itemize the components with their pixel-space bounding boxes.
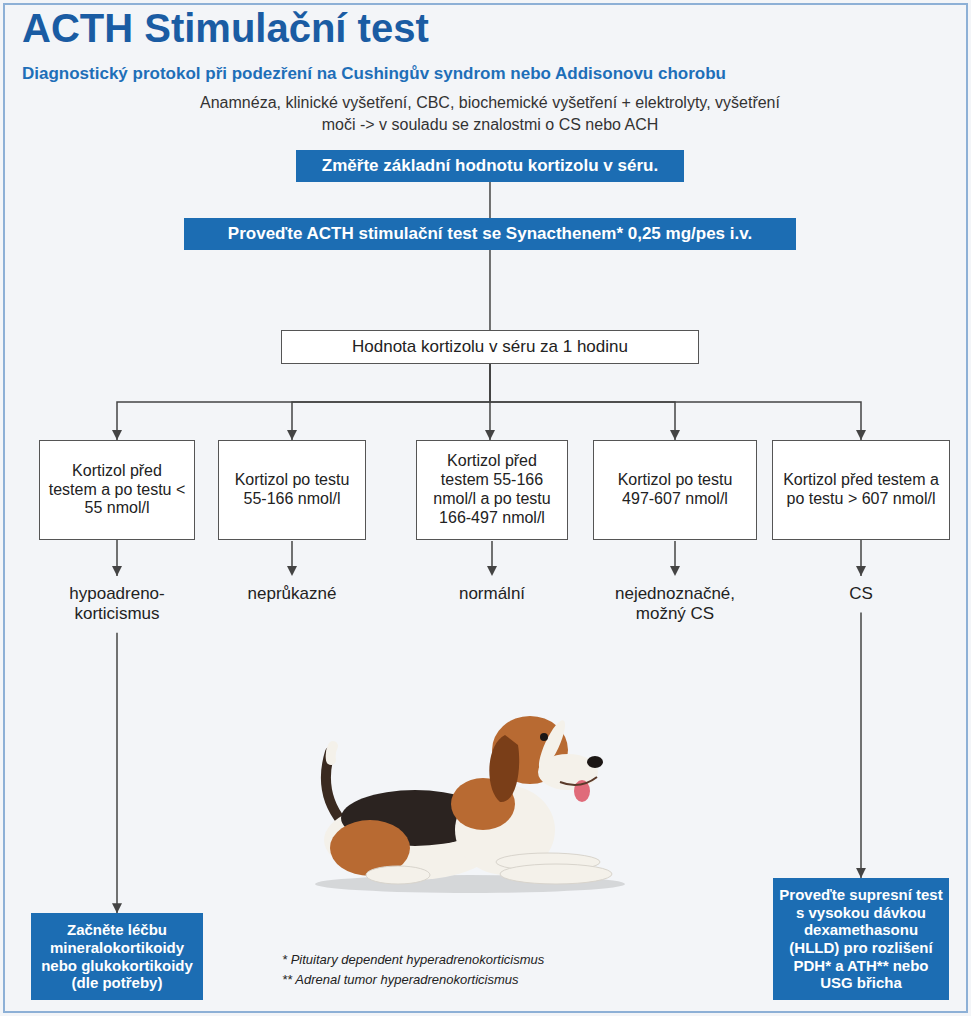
box-text: Hodnota kortizolu v séru za 1 hodinu — [352, 337, 628, 357]
cortisol-box: Hodnota kortizolu v séru za 1 hodinu — [281, 330, 699, 364]
step-box: Proveďte supresní test s vysokou dávkou … — [773, 878, 949, 1000]
result-text: CS — [786, 582, 936, 606]
cortisol-box: Kortizol před testem a po testu > 607 nm… — [772, 440, 950, 540]
cortisol-box: Kortizol před testem 55-166 nmol/l a po … — [416, 440, 568, 540]
footnote: * Pituitary dependent hyperadrenokortici… — [282, 952, 722, 968]
connector-segment — [860, 612, 862, 877]
box-text: Kortizol před testem a po testu > 607 nm… — [779, 471, 943, 509]
box-text: Kortizol před testem a po testu < 55 nmo… — [46, 462, 188, 519]
connector-segment — [489, 182, 491, 218]
step-box: Změřte základní hodnotu kortizolu v séru… — [296, 150, 684, 182]
connector-segment — [489, 250, 491, 330]
connector-arrow — [117, 364, 490, 440]
result-arrow-line — [674, 541, 676, 568]
connector-line — [489, 250, 490, 330]
connector-arrow — [490, 364, 861, 440]
box-text: Kortizol po testu 55-166 nmol/l — [225, 471, 359, 509]
dog-nose — [587, 756, 603, 768]
result-arrows — [0, 540, 971, 580]
connector-segment — [116, 633, 118, 913]
connector-line — [489, 182, 490, 218]
dog-mouth — [560, 777, 597, 785]
connector-segment — [116, 540, 118, 576]
footnote: ** Adrenal tumor hyperadrenokorticismus — [282, 972, 722, 988]
cortisol-box: Kortizol po testu 55-166 nmol/l — [218, 440, 366, 540]
box-text: Kortizol po testu 497-607 nmol/l — [600, 471, 750, 509]
result-arrow-line — [291, 541, 293, 568]
result-arrow-line — [491, 541, 493, 568]
result-text: neprůkazné — [217, 584, 367, 604]
cortisol-box: Kortizol po testu 497-607 nmol/l — [593, 440, 757, 540]
connector-segment — [117, 364, 490, 440]
result-text: normální — [417, 584, 567, 604]
connector-group — [117, 182, 861, 913]
result-text: nejednoznačné, možný CS — [593, 584, 757, 625]
box-text: Kortizol před testem 55-166 nmol/l a po … — [423, 452, 561, 528]
subtitle: Diagnostický protokol při podezření na C… — [22, 64, 952, 84]
step-box: Proveďte ACTH stimulační test se Synacth… — [184, 218, 796, 250]
step-box: Začněte léčbu mineralokortikoidy nebo gl… — [31, 913, 203, 1000]
result-arrow-head — [287, 566, 297, 576]
connector-segment — [490, 364, 861, 440]
dog-hind-paw — [366, 866, 430, 884]
result-arrow-head — [670, 566, 680, 576]
poster-title: ACTH Stimulační test — [22, 6, 429, 51]
result-arrow-head — [487, 566, 497, 576]
connector-segment — [292, 364, 490, 440]
result-text: hypoadreno-korticismus — [42, 582, 192, 627]
box-text: Proveďte supresní test s vysokou dávkou … — [779, 886, 943, 992]
dog-front-leg — [500, 864, 612, 884]
intro-note: Anamnéza, klinické vyšetření, CBC, bioch… — [190, 92, 790, 137]
box-text: Proveďte ACTH stimulační test se Synacth… — [228, 224, 752, 244]
connector-segment — [860, 540, 862, 576]
dog-tail-tip — [331, 746, 333, 760]
box-text: Začněte léčbu mineralokortikoidy nebo gl… — [37, 921, 197, 992]
box-text: Změřte základní hodnotu kortizolu v séru… — [322, 156, 658, 176]
dog-ear — [489, 735, 519, 802]
cortisol-box: Kortizol před testem a po testu < 55 nmo… — [39, 440, 195, 540]
dog-eye — [540, 733, 548, 741]
beagle-illustration — [300, 690, 640, 900]
connector-arrow — [292, 364, 490, 440]
